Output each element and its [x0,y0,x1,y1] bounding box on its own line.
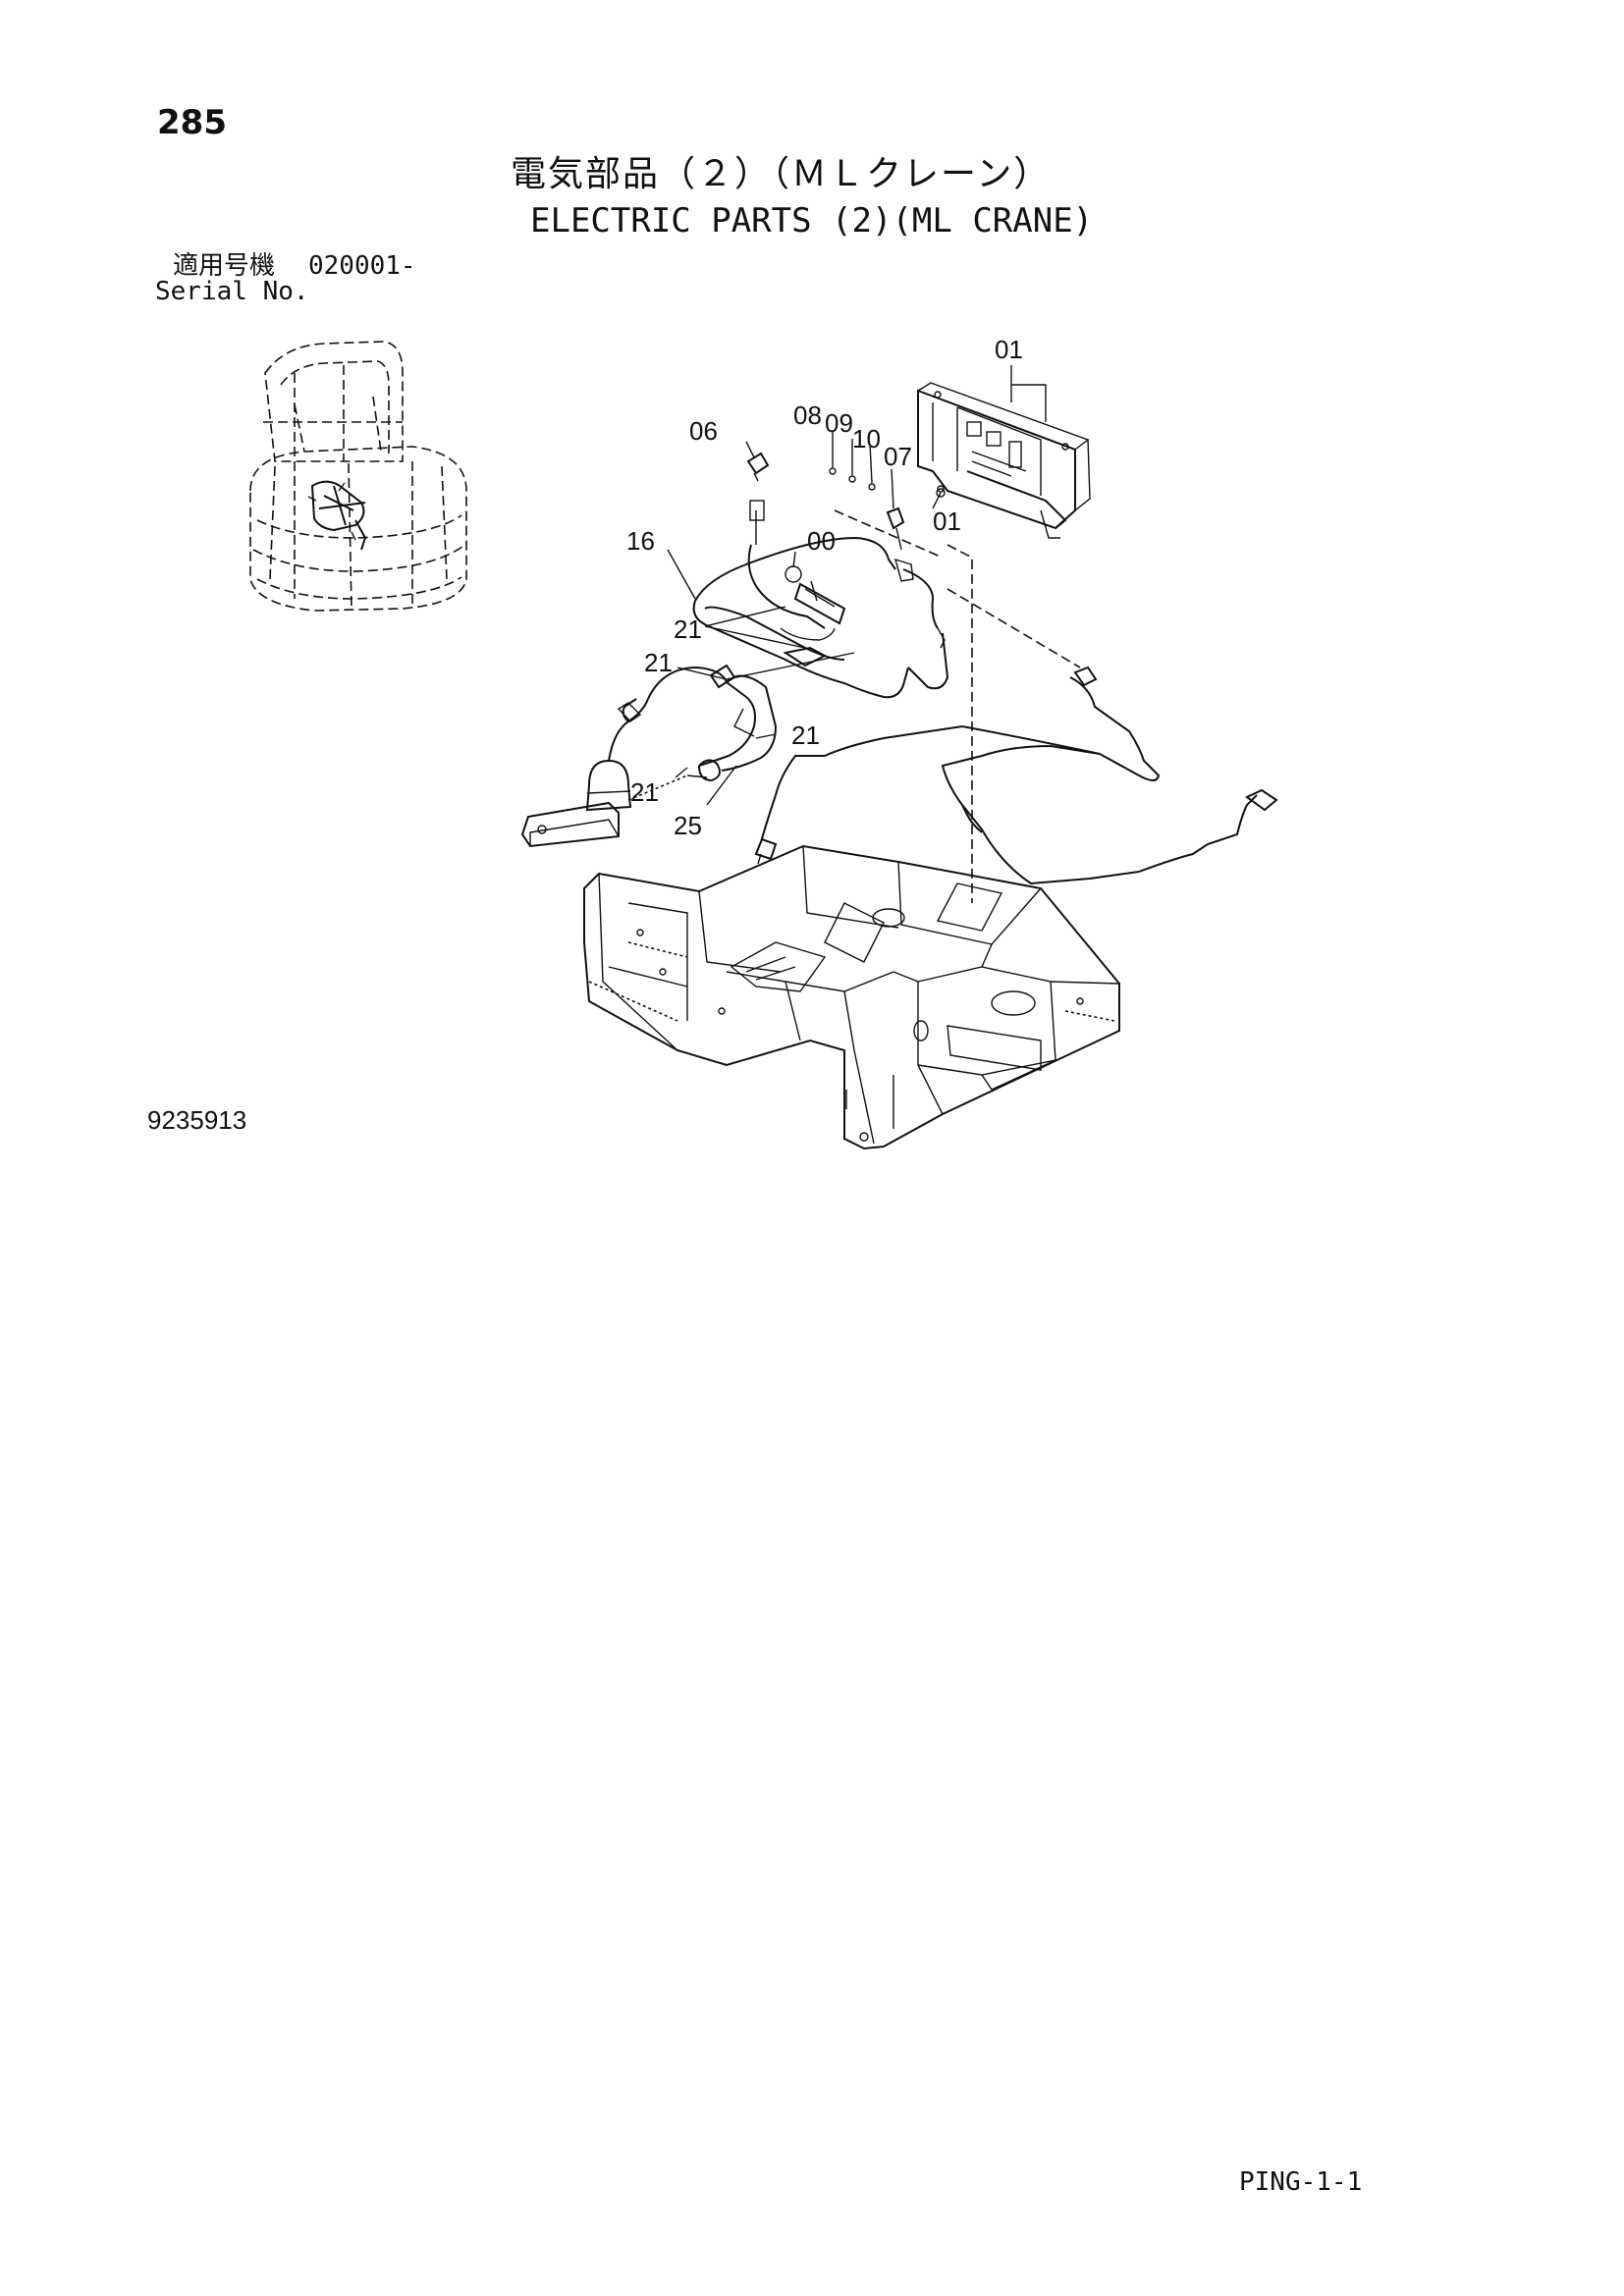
callout-07: 07 [884,442,912,471]
footer-code: PING-1-1 [1239,2167,1363,2197]
callout-21-b: 21 [644,648,673,677]
main-wire-harness [692,500,949,699]
callout-21-c: 21 [791,721,820,750]
parts-diagram: 01 06 08 09 10 07 01 16 00 21 21 21 21 2… [249,335,1278,1150]
drawing-number: 9235913 [147,1105,247,1135]
callout-labels: 01 06 08 09 10 07 01 16 00 21 21 21 21 2… [626,335,1023,840]
fittings [746,452,946,551]
callout-01-terminal: 01 [933,507,961,536]
callout-00: 00 [807,526,836,556]
serial-label-english: Serial No. [155,277,309,306]
page-number: 285 [157,103,227,142]
page-title-japanese: 電気部品（２）（ＭＬクレーン） [511,154,1052,194]
callout-21-d: 21 [630,777,659,807]
callout-10: 10 [852,424,881,454]
callout-06: 06 [689,416,718,446]
callout-09: 09 [825,408,853,438]
callout-01-controller: 01 [995,335,1023,364]
beacon-lamp [520,698,649,848]
machine-overview-thumbnail [249,341,467,612]
long-wire-harness [754,666,1278,885]
callout-16: 16 [626,526,655,556]
serial-label-japanese: 適用号機 [173,251,276,281]
callout-leaders [667,365,1047,806]
controller-unit [917,382,1091,539]
leader-lines [627,509,1081,903]
callout-25: 25 [674,811,702,840]
serial-range: 020001- [308,251,416,281]
revolving-frame [583,844,1120,1150]
sub-wire-harness [647,664,778,782]
callout-08: 08 [793,400,822,430]
callout-21-a: 21 [674,614,702,644]
page-title-english: ELECTRIC PARTS (2)(ML CRANE) [530,201,1094,240]
